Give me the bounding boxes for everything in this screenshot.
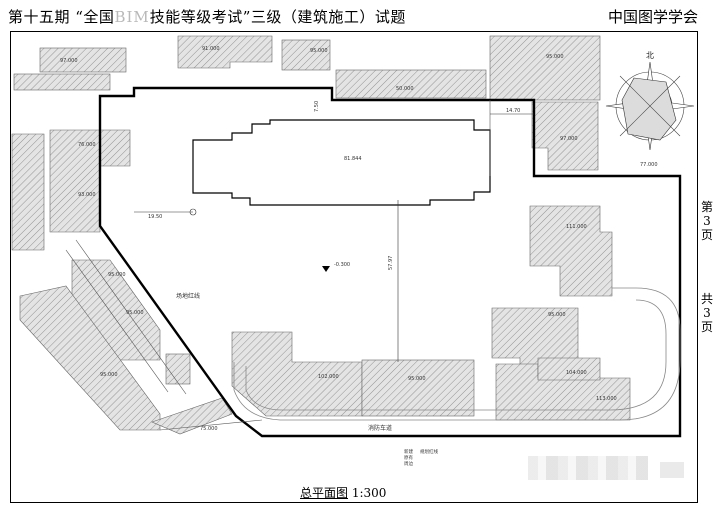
label-bldg-left-3: 95.000 (108, 272, 126, 278)
exam-title: 第十五期 “全国BIM技能等级考试”三级（建筑施工）试题 (8, 8, 406, 26)
road-line-2 (75, 239, 187, 395)
page-number: 第 3 页 (700, 200, 713, 242)
site-boundary (98, 86, 682, 438)
label-bldg-right-mid: 97.000 (560, 136, 578, 142)
caption-scale: 1:300 (351, 486, 387, 500)
label-legend-3: 原有 (404, 454, 413, 461)
building-top-mid (335, 69, 487, 99)
label-bldg-bottom-right-3: 113.000 (596, 396, 617, 402)
label-bldg-left-long: 95.000 (100, 372, 118, 378)
label-dim-left: 19.50 (148, 214, 162, 220)
label-legend-2: 规划红线 (420, 448, 438, 455)
building-top-left (39, 47, 127, 73)
building-bottom-right-3 (537, 357, 601, 381)
building-bottom-left (151, 397, 233, 435)
label-bldg-bottom-1: 102.000 (318, 374, 339, 380)
dimension-marker (189, 208, 197, 216)
blurred-watermark (528, 456, 648, 480)
building-bottom-2 (361, 359, 475, 417)
road-line-1 (65, 249, 169, 393)
building-top-center (177, 35, 273, 69)
road-line-3 (159, 419, 263, 431)
caption-name: 总平面图 (300, 486, 349, 500)
drawing-caption: 总平面图 1:300 (300, 484, 386, 501)
existing-buildings (11, 35, 631, 435)
label-bldg-left-1: 76.000 (78, 142, 96, 148)
label-dim-vertical: 57.97 (388, 256, 394, 270)
label-red-line: 场地红线 (176, 292, 200, 300)
label-legend-1: 新建 (404, 448, 413, 455)
building-right-mid (531, 101, 599, 171)
label-bldg-top-left: 97.000 (60, 58, 78, 64)
label-bldg-left-2: 93.000 (78, 192, 96, 198)
label-dim-topleft: 7.50 (314, 101, 320, 112)
label-bldg-bottom-2: 95.000 (408, 376, 426, 382)
building-right-top (489, 35, 601, 101)
label-bldg-top-center: 91.000 (202, 46, 220, 52)
label-fire-road: 消防车道 (368, 424, 392, 432)
label-bldg-left-4: 95.000 (126, 310, 144, 316)
building-top-small (13, 73, 111, 91)
label-bldg-right-1: 111.000 (566, 224, 587, 230)
label-legend-4: 周边 (404, 460, 413, 467)
label-dim-top: 14.70 (506, 108, 520, 114)
label-bldg-top-center-2: 95.000 (310, 48, 328, 54)
building-bottom-1 (231, 331, 363, 417)
compass-north-label: 北 (646, 51, 654, 60)
compass-rose (605, 61, 695, 151)
building-left-1 (11, 133, 45, 251)
label-bldg-right-top: 95.000 (546, 54, 564, 60)
label-corner: 77.000 (640, 162, 658, 168)
label-ground: -0.300 (334, 262, 350, 268)
building-left-small (165, 353, 191, 385)
label-bldg-bottom-left: 75.000 (200, 426, 218, 432)
organization-name: 中国图学学会 (607, 8, 698, 26)
building-right-1 (529, 205, 613, 297)
total-pages: 共 3 页 (700, 292, 713, 334)
elevation-triangle (322, 266, 330, 272)
label-bldg-top-mid: 50.000 (396, 86, 414, 92)
label-bldg-bottom-right-1: 95.000 (548, 312, 566, 318)
label-main-building: 81.844 (344, 156, 362, 162)
drawing-frame (10, 31, 698, 503)
fire-lane-inner (245, 299, 667, 411)
blurred-watermark-small (660, 462, 684, 478)
building-top-center-2 (281, 39, 331, 71)
fire-lane (233, 287, 681, 421)
label-bldg-bottom-right-2: 104.000 (566, 370, 587, 376)
new-building (192, 119, 491, 206)
